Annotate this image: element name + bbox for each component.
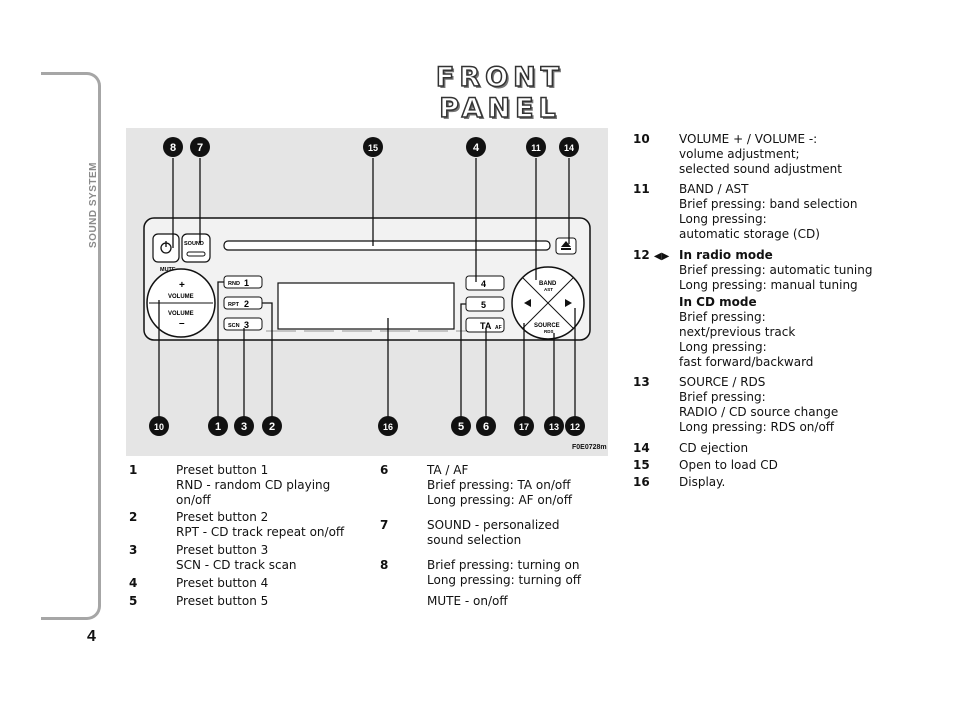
- mute-label: MUTE: [160, 267, 176, 273]
- legend-column-3: 10 VOLUME + / VOLUME -: volume adjustmen…: [633, 132, 893, 492]
- svg-text:RDS: RDS: [544, 329, 554, 334]
- legend-item-15: 15 Open to load CD: [633, 458, 778, 472]
- sound-label: SOUND: [184, 241, 204, 247]
- legend-item-5: 5 Preset button 5: [129, 594, 269, 608]
- volume-down-label: VOLUME: [168, 311, 194, 317]
- svg-text:5: 5: [481, 300, 486, 310]
- page-title: FRONT PANEL: [435, 61, 565, 125]
- callout-6: [476, 416, 496, 436]
- svg-text:4: 4: [473, 142, 480, 154]
- left-arrow-icon: [524, 299, 531, 307]
- ta-af-button: [465, 317, 505, 333]
- volume-up-label: VOLUME: [168, 294, 194, 300]
- svg-text:17: 17: [519, 422, 529, 432]
- svg-text:10: 10: [154, 422, 164, 432]
- legend-item-10: 10 VOLUME + / VOLUME -: volume adjustmen…: [633, 132, 842, 176]
- callout-12: [565, 416, 585, 436]
- cd-slot: [223, 240, 551, 251]
- legend-item-6: 6 TA / AF Brief pressing: TA on/off Long…: [380, 463, 572, 507]
- legend-item-4: 4 Preset button 4: [129, 576, 269, 590]
- side-bracket: [41, 72, 101, 620]
- callout-4: [466, 137, 486, 157]
- svg-text:SCN: SCN: [228, 323, 240, 329]
- svg-text:2: 2: [269, 421, 275, 433]
- callout-14: [559, 137, 579, 157]
- svg-text:1: 1: [215, 421, 221, 433]
- figure-code: F0E0728m: [572, 444, 607, 451]
- legend-item-7: 7 SOUND - personalized sound selection: [380, 518, 560, 547]
- legend-item-12: 12 ◀▶ In radio mode Brief pressing: auto…: [633, 248, 873, 369]
- preset-button-3: [223, 317, 263, 331]
- svg-text:14: 14: [564, 143, 574, 153]
- callout-15: [363, 137, 383, 157]
- legend-item-8: 8 Brief pressing: turning on Long pressi…: [380, 558, 582, 587]
- sound-button: [181, 233, 211, 263]
- legend-item-14: 14 CD ejection: [633, 441, 749, 455]
- callout-13: [544, 416, 564, 436]
- svg-text:RPT: RPT: [228, 302, 240, 308]
- svg-text:SOURCE: SOURCE: [534, 323, 560, 329]
- callout-16: [378, 416, 398, 436]
- svg-text:2: 2: [244, 299, 249, 309]
- right-arrow-icon: [565, 299, 572, 307]
- legend-item-2: 2 Preset button 2 RPT - CD track repeat …: [129, 510, 345, 539]
- svg-text:TA: TA: [480, 321, 492, 331]
- svg-text:AF: AF: [495, 325, 502, 331]
- svg-text:7: 7: [197, 142, 203, 154]
- volume-minus: –: [179, 318, 185, 329]
- legend-column-1: 1 Preset button 1 RND - random CD playin…: [129, 463, 359, 612]
- svg-text:8: 8: [170, 142, 176, 154]
- callout-8: [163, 137, 183, 157]
- page-number: 4: [87, 628, 96, 645]
- svg-text:AST: AST: [544, 287, 553, 292]
- legend-item-13: 13 SOURCE / RDS Brief pressing: RADIO / …: [633, 375, 839, 434]
- legend-item-1: 1 Preset button 1 RND - random CD playin…: [129, 463, 331, 507]
- section-label: SOUND SYSTEM: [88, 161, 99, 248]
- svg-text:3: 3: [244, 320, 249, 330]
- callout-11: [526, 137, 546, 157]
- volume-plus: +: [179, 280, 185, 291]
- callout-3: [234, 416, 254, 436]
- legend-item-3: 3 Preset button 3 SCN - CD track scan: [129, 543, 297, 572]
- legend-column-2: 6 TA / AF Brief pressing: TA on/off Long…: [380, 463, 610, 609]
- callout-10: [149, 416, 169, 436]
- front-panel-figure: MUTE SOUND + VOLUME VOLUME – RND 1 RPT 2…: [126, 128, 608, 456]
- svg-text:16: 16: [383, 422, 393, 432]
- legend-item-mute: MUTE - on/off: [427, 594, 508, 608]
- svg-text:1: 1: [244, 278, 249, 288]
- svg-text:6: 6: [483, 421, 489, 433]
- left-right-arrows-icon: ◀▶: [653, 251, 670, 262]
- svg-text:13: 13: [549, 422, 559, 432]
- legend-item-16: 16 Display.: [633, 475, 726, 489]
- svg-text:11: 11: [531, 143, 541, 153]
- svg-text:12: 12: [570, 422, 580, 432]
- svg-text:15: 15: [368, 143, 378, 153]
- svg-text:3: 3: [241, 421, 247, 433]
- power-button: [152, 233, 180, 263]
- svg-text:5: 5: [458, 421, 464, 433]
- svg-text:RND: RND: [228, 281, 240, 287]
- callout-7: [190, 137, 210, 157]
- display: [277, 282, 455, 330]
- callout-17: [514, 416, 534, 436]
- svg-text:BAND: BAND: [539, 281, 557, 287]
- svg-text:4: 4: [481, 279, 486, 289]
- callout-5: [451, 416, 471, 436]
- callout-2: [262, 416, 282, 436]
- legend-item-11: 11 BAND / AST Brief pressing: band selec…: [633, 182, 858, 241]
- callout-1: [208, 416, 228, 436]
- eject-icon: [561, 241, 571, 247]
